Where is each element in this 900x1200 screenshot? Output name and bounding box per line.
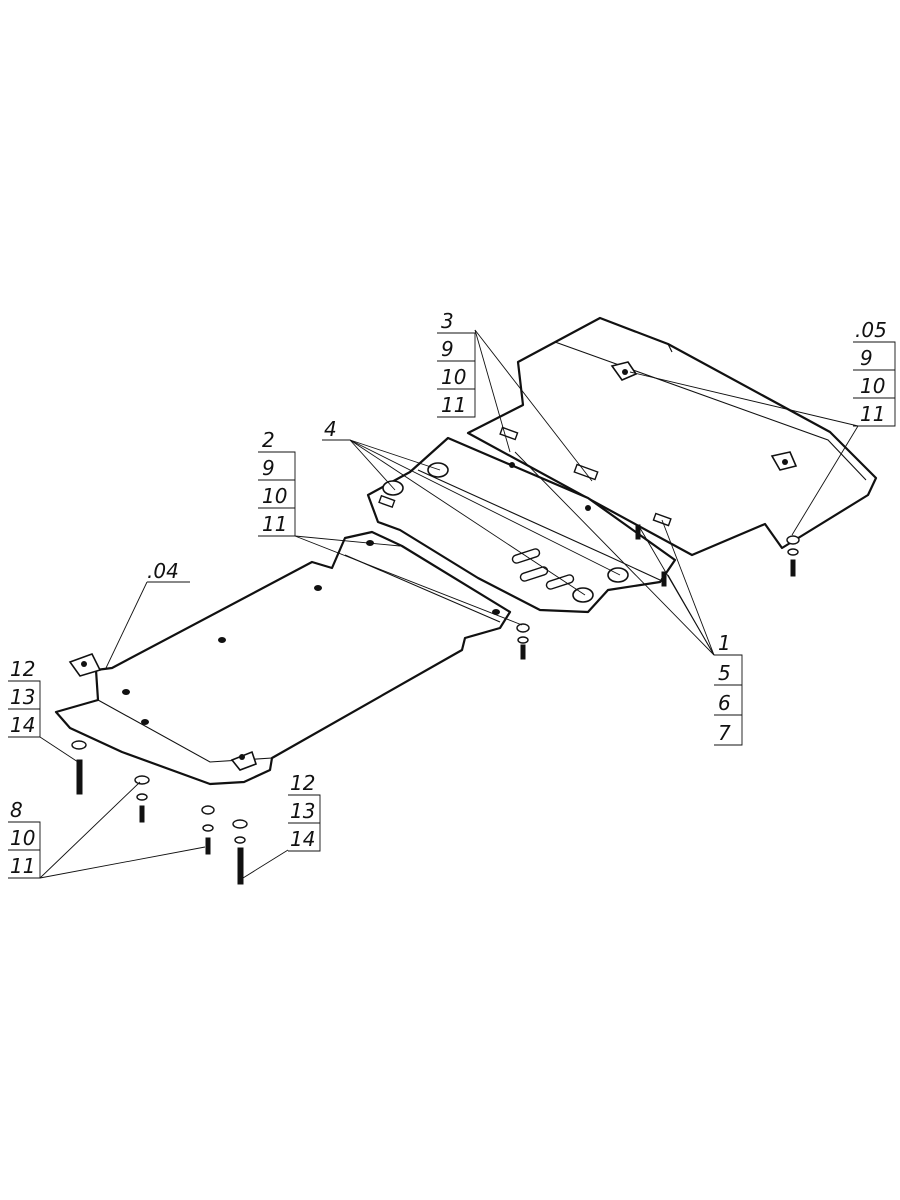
- callout-label: .04: [147, 559, 179, 583]
- fasteners: [71, 524, 800, 885]
- callout-label: 8: [10, 798, 23, 822]
- callout-label: 5: [718, 661, 731, 685]
- callout-12-bottom: 12 13 14: [288, 771, 321, 852]
- callout-label: 1: [718, 631, 731, 655]
- callout-12-left: 12 13 14: [8, 657, 41, 738]
- callout-05: .05 9 10 11: [853, 318, 896, 427]
- callout-label: 6: [718, 691, 731, 715]
- plate-front: [54, 530, 512, 786]
- callout-label: 12: [290, 771, 315, 795]
- callout-label: 13: [10, 685, 35, 709]
- callout-8: 8 10 11: [8, 798, 41, 879]
- callout-1: 1 5 6 7: [714, 631, 743, 746]
- callout-label: 9: [860, 346, 873, 370]
- callout-label: 2: [262, 428, 275, 452]
- callout-label: 11: [262, 512, 287, 536]
- callout-label: 14: [290, 827, 315, 851]
- callout-label: .05: [855, 318, 887, 342]
- callout-label: 9: [262, 456, 275, 480]
- callout-label: 13: [290, 799, 315, 823]
- callout-label: 14: [10, 713, 35, 737]
- callout-label: 10: [262, 484, 287, 508]
- callout-label: 7: [718, 721, 731, 745]
- callout-4: 4: [322, 417, 350, 441]
- leader-lines: [39, 329, 859, 879]
- callout-label: 3: [441, 309, 454, 333]
- callout-label: 9: [441, 337, 454, 361]
- callout-label: 10: [10, 826, 35, 850]
- callout-label: 11: [860, 402, 885, 426]
- callout-label: 11: [441, 393, 466, 417]
- callout-label: 4: [324, 417, 337, 441]
- callout-3: 3 9 10 11: [437, 309, 476, 418]
- callout-04: .04: [147, 559, 190, 583]
- callout-label: 12: [10, 657, 35, 681]
- callout-label: 10: [860, 374, 885, 398]
- callout-2: 2 9 10 11: [258, 428, 296, 537]
- callout-label: 10: [441, 365, 466, 389]
- plate-rear: [466, 316, 878, 557]
- callout-label: 11: [10, 854, 35, 878]
